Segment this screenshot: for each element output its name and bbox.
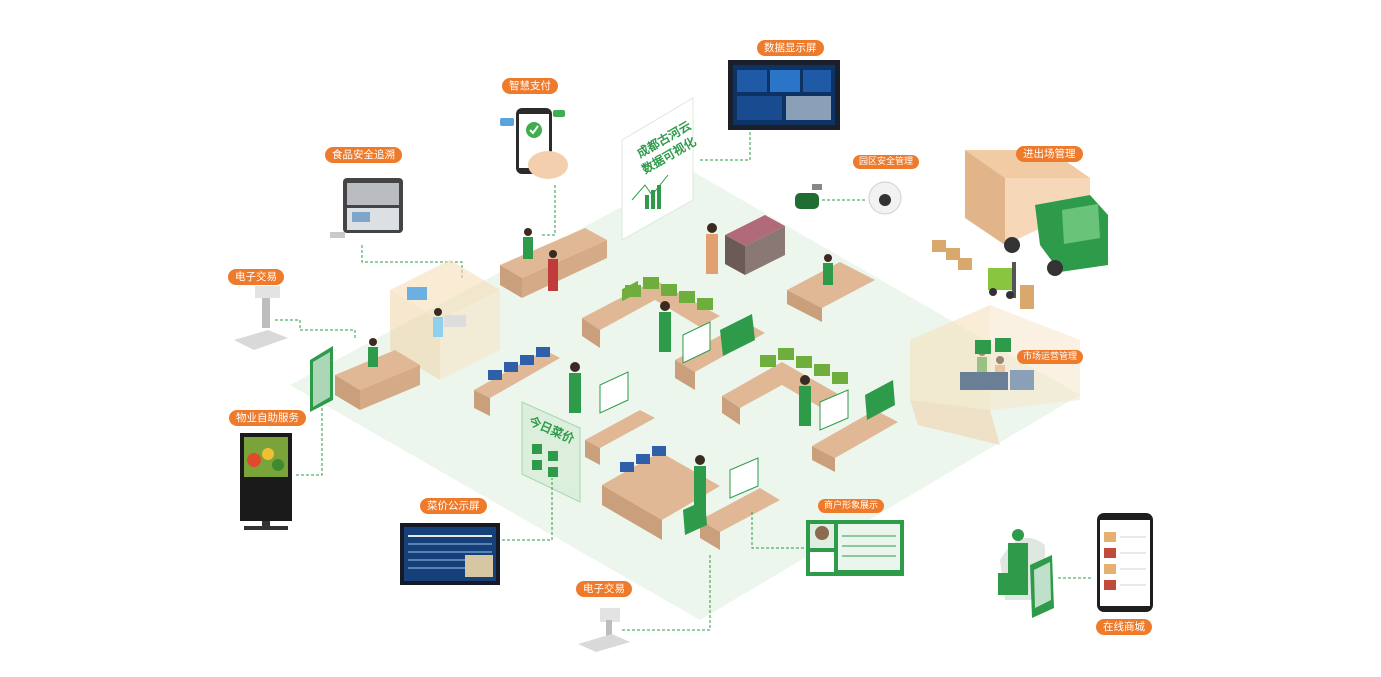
tag-e-trade-bottom: 电子交易	[576, 581, 632, 597]
stall-price-signs	[599, 321, 849, 499]
data-billboard: 成都古河云 数据可视化	[621, 97, 698, 241]
vegetable-crates	[622, 277, 848, 384]
security-camera	[795, 181, 902, 215]
tag-market-ops: 市场运营管理	[1017, 350, 1084, 364]
cashier-stands	[683, 314, 895, 535]
food-safety-kit	[330, 178, 403, 238]
data-screen	[728, 60, 840, 130]
tag-data-screen: 数据显示屏	[757, 40, 824, 56]
electronic-scale-bottom	[578, 608, 630, 652]
cargo-boxes	[932, 240, 1034, 309]
smart-pay-phone	[500, 108, 568, 179]
forklift	[988, 262, 1016, 299]
online-mall-user	[998, 529, 1054, 618]
tag-smart-pay: 智慧支付	[502, 78, 558, 94]
merchant-display-screen	[806, 520, 904, 576]
tag-price-screen: 菜价公示屏	[420, 498, 487, 514]
tag-food-trace: 食品安全追溯	[325, 147, 402, 163]
meat-stall	[725, 215, 785, 275]
tag-entry-exit: 进出场管理	[1016, 146, 1083, 162]
price-display-screen	[400, 523, 500, 585]
service-booth	[390, 260, 500, 380]
delivery-truck	[965, 150, 1108, 276]
self-service-kiosk	[240, 433, 292, 530]
electronic-scale-left	[234, 286, 288, 350]
floor-kiosk	[310, 346, 333, 412]
tag-e-trade-left: 电子交易	[228, 269, 284, 285]
mobile-phone	[1097, 513, 1153, 612]
tag-online-mall: 在线商城	[1096, 619, 1152, 635]
blue-crates	[488, 347, 666, 472]
todays-price-board: 今日菜价	[521, 401, 581, 503]
tag-park-security: 园区安全管理	[853, 155, 920, 169]
tag-self-service: 物业自助服务	[229, 410, 306, 426]
tag-merchant-display: 商户形象展示	[818, 499, 885, 513]
